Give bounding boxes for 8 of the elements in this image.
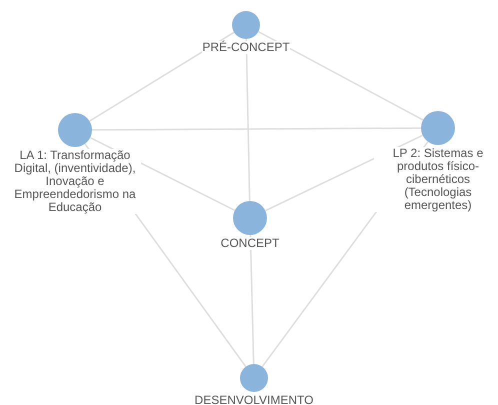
- node-label: CONCEPT: [220, 237, 280, 250]
- connector-line: [250, 234, 254, 364]
- connector-line: [92, 127, 421, 131]
- connector-line: [89, 32, 234, 122]
- connector-line: [246, 38, 250, 202]
- node-label: PRÉ-CONCEPT: [202, 41, 290, 54]
- node-label: DESENVOLVIMENTO: [194, 394, 314, 405]
- connector-line: [258, 30, 424, 121]
